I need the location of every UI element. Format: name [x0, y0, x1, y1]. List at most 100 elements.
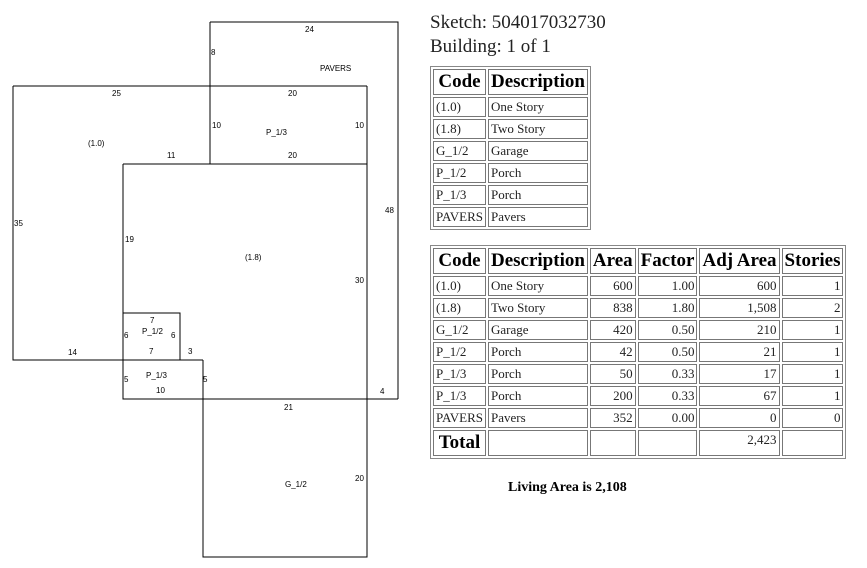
table-cell: 1: [781, 364, 844, 384]
sketch-label: (1.0): [88, 139, 105, 148]
column-header: Adj Area: [699, 248, 780, 274]
table-cell: Garage: [487, 320, 588, 340]
sketch-label: 35: [14, 219, 23, 228]
table-cell: PAVERS: [433, 408, 486, 428]
sketch-label: 20: [355, 474, 364, 483]
table-cell: 1.00: [637, 276, 698, 296]
sketch-label: 7: [149, 347, 154, 356]
table-cell: P_1/3: [433, 364, 486, 384]
table-cell: Garage: [487, 141, 588, 161]
sketch-title: Sketch: 504017032730: [430, 12, 606, 33]
table-cell: 1: [781, 320, 844, 340]
sketch-label: 3: [188, 347, 193, 356]
table-cell: (1.8): [433, 298, 486, 318]
table-cell: 42: [589, 342, 636, 362]
table-cell: (1.0): [433, 276, 486, 296]
table-cell: (1.0): [433, 97, 486, 117]
living-area: Living Area is 2,108: [508, 480, 627, 495]
table-cell: Two Story: [487, 119, 588, 139]
table-cell: G_1/2: [433, 141, 486, 161]
table-cell: One Story: [487, 276, 588, 296]
table-cell: 0.50: [637, 342, 698, 362]
total-adj-area: 2,423: [699, 430, 780, 456]
sketch-label: 4: [380, 387, 385, 396]
table-cell: Pavers: [487, 207, 588, 227]
table-cell: 0.33: [637, 386, 698, 406]
table-cell: Pavers: [487, 408, 588, 428]
table-cell: 1: [781, 386, 844, 406]
column-header: Area: [589, 248, 636, 274]
table-cell: 0.33: [637, 364, 698, 384]
table-cell: Porch: [487, 342, 588, 362]
sketch-label: 6: [124, 331, 129, 340]
column-header: Description: [487, 69, 588, 95]
table-cell: 600: [589, 276, 636, 296]
sketch-label: P_1/2: [142, 327, 163, 336]
total-row: Total 2,423: [433, 430, 844, 456]
table-cell: [781, 430, 844, 456]
table-cell: 210: [699, 320, 780, 340]
sketch-label: 25: [112, 89, 121, 98]
table-cell: 838: [589, 298, 636, 318]
table-cell: 17: [699, 364, 780, 384]
sketch-label: 21: [284, 403, 293, 412]
table-cell: P_1/2: [433, 163, 486, 183]
table-cell: 0.50: [637, 320, 698, 340]
table-cell: Porch: [487, 185, 588, 205]
sketch-label: 19: [125, 235, 134, 244]
table-cell: [589, 430, 636, 456]
table-cell: 0: [699, 408, 780, 428]
table-row: (1.0)One Story: [433, 97, 588, 117]
table-cell: 0: [781, 408, 844, 428]
table-row: (1.8)Two Story: [433, 119, 588, 139]
table-cell: P_1/3: [433, 386, 486, 406]
total-label: Total: [433, 430, 486, 456]
sketch-label: P_1/3: [146, 371, 167, 380]
sketch-label: 10: [355, 121, 364, 130]
table-cell: 67: [699, 386, 780, 406]
table-cell: One Story: [487, 97, 588, 117]
table-cell: Porch: [487, 386, 588, 406]
table-cell: [487, 430, 588, 456]
sketch-label: (1.8): [245, 253, 262, 262]
table-cell: 1,508: [699, 298, 780, 318]
column-header: Description: [487, 248, 588, 274]
sketch-label: PAVERS: [320, 64, 351, 73]
column-header: Factor: [637, 248, 698, 274]
table-cell: Two Story: [487, 298, 588, 318]
sketch-label: 20: [288, 151, 297, 160]
sketch-label: P_1/3: [266, 128, 287, 137]
sketch-label: 6: [171, 331, 176, 340]
sketch-label: 11: [167, 151, 176, 160]
sketch-label: 5: [124, 375, 129, 384]
sketch-label: 5: [203, 375, 208, 384]
table-cell: P_1/3: [433, 185, 486, 205]
sketch-label: 20: [288, 89, 297, 98]
table-cell: G_1/2: [433, 320, 486, 340]
table-cell: 200: [589, 386, 636, 406]
building-label: Building: 1 of 1: [430, 36, 551, 57]
table-cell: 420: [589, 320, 636, 340]
table-cell: [637, 430, 698, 456]
sketch-label: G_1/2: [285, 480, 307, 489]
table-cell: Porch: [487, 364, 588, 384]
sketch-label: 7: [150, 316, 155, 325]
column-header: Stories: [781, 248, 844, 274]
table-cell: P_1/2: [433, 342, 486, 362]
table-cell: PAVERS: [433, 207, 486, 227]
table-cell: 21: [699, 342, 780, 362]
table-cell: (1.8): [433, 119, 486, 139]
